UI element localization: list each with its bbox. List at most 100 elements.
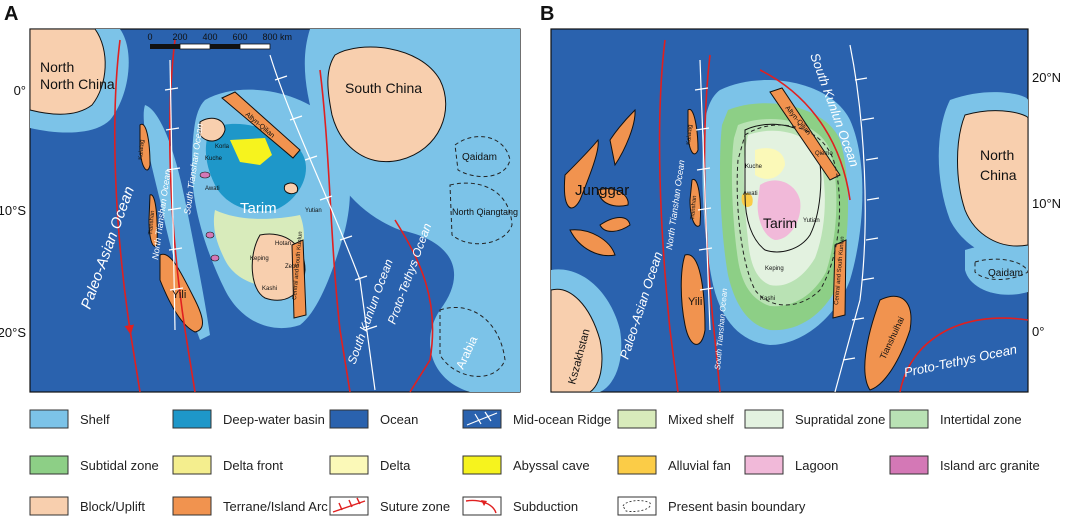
panel-a-granite-3 (210, 254, 220, 262)
legend-label: Delta front (223, 458, 283, 473)
scale-tick-1: 200 (172, 32, 187, 42)
legend: Shelf Deep-water basin Ocean Mid-ocean Ridg… (29, 409, 1040, 516)
panel-b-north-label: North (980, 147, 1014, 163)
panel-a-lat-10s: 10°S (0, 203, 26, 218)
panel-b-basin-qaidam (974, 258, 1029, 280)
legend-item-suture-zone: Suture zone (329, 496, 450, 516)
legend-swatch (29, 455, 69, 475)
panel-b-north-china-block (957, 110, 1029, 247)
panel-a-kunlun-label: Central and South Kunlun (292, 231, 304, 300)
legend-item-intertidal-zone: Intertidal zone (889, 409, 1022, 429)
panel-b-china-label: China (980, 167, 1017, 183)
panel-a-north-china-block (29, 28, 106, 115)
legend-item-shelf: Shelf (29, 409, 110, 429)
legend-label: Ocean (380, 412, 418, 427)
legend-swatch (744, 409, 784, 429)
panel-b-kunlun (832, 239, 847, 319)
panel-b-yili (680, 254, 706, 345)
panel-b-tarim-label: Tarim (763, 215, 797, 231)
legend-label: Present basin boundary (668, 499, 806, 514)
legend-label: Supratidal zone (795, 412, 885, 427)
panel-a-qiangtang-label: North Qiangtang (452, 207, 518, 217)
panel-a-qaidam-label: Qaidam (462, 152, 497, 163)
panel-a-lat-20s: 20°S (0, 325, 26, 340)
legend-swatch (29, 496, 69, 516)
scale-tick-4: 800 (262, 32, 277, 42)
panel-b-alluvial-fan (741, 193, 753, 207)
panel-a-tarim-label: Tarim (240, 200, 277, 217)
legend-swatch (329, 455, 369, 475)
panel-b: B (540, 3, 1061, 393)
panel-a-ridge-2 (269, 54, 378, 391)
panel-a-west-shelf (143, 105, 210, 340)
legend-item-alluvial-fan: Alluvial fan (617, 455, 731, 475)
panel-a-tianshan-label: Tianshan (148, 210, 156, 235)
legend-item-deep-water-basin: Deep-water basin (172, 409, 325, 429)
scale-tick-3: 600 (232, 32, 247, 42)
scale-unit: km (280, 32, 292, 42)
legend-item-ocean: Ocean (329, 409, 418, 429)
legend-swatch (617, 496, 657, 516)
legend-label: Delta (380, 458, 411, 473)
legend-swatch (744, 455, 784, 475)
panel-a-abyssal-cave (230, 138, 272, 165)
legend-item-mid-ocean-ridge: Mid-ocean Ridge (462, 409, 611, 429)
legend-swatch (889, 409, 929, 429)
suture-symbol (332, 497, 366, 513)
legend-swatch (329, 409, 369, 429)
panel-b-kashi-label: Kashi (760, 296, 775, 302)
panel-b-subduction-3 (759, 69, 851, 201)
panel-b-junggar-2 (597, 188, 629, 207)
panel-a-letter: A (4, 3, 18, 25)
panel-b-qiemo-label: Qiemo (815, 151, 833, 157)
panel-b-basin-tarim (736, 124, 841, 306)
legend-item-abyssal-cave: Abyssal cave (462, 455, 590, 475)
panel-a-tarim-small-block (283, 182, 299, 195)
panel-a-kalatag-label: Kalatag (138, 139, 146, 160)
basin-symbol (622, 500, 651, 512)
panel-a-north-china-label: North China (40, 76, 115, 92)
panel-a-subduction-1 (114, 39, 141, 393)
legend-label: Alluvial fan (668, 458, 731, 473)
panel-a-granite-2 (205, 231, 215, 239)
legend-label: Subduction (513, 499, 578, 514)
panel-b-subduction-4 (899, 317, 1029, 393)
panel-b-kazakhstan-block (550, 288, 603, 393)
legend-swatch (889, 455, 929, 475)
panel-b-yutian-label: Yutian (803, 218, 820, 224)
legend-label: Mixed shelf (668, 412, 734, 427)
panel-a-subduction-2 (169, 39, 196, 393)
panel-b-lat-0: 0° (1032, 324, 1044, 339)
panel-a-subduction-3 (319, 69, 351, 393)
panel-b-letter: B (540, 3, 554, 25)
panel-a-kuche-label: Kuche (205, 156, 223, 162)
panel-b-keping-label: Keping (765, 266, 784, 272)
panel-a-yili-label: Yili (172, 289, 186, 301)
legend-swatch (462, 496, 502, 516)
panel-a-south-china-label: South China (345, 80, 422, 96)
panel-b-junggar-5 (599, 217, 631, 232)
panel-b-yili-label: Yili (688, 296, 702, 308)
panel-a-ridge-1 (164, 59, 184, 331)
panel-a-south-china-block (327, 46, 447, 162)
legend-label: Suture zone (380, 499, 450, 514)
legend-swatch (617, 455, 657, 475)
legend-item-block-uplift: Block/Uplift (29, 496, 145, 516)
scale-tick-2: 400 (202, 32, 217, 42)
panel-a-keping-label: Keping (250, 256, 269, 262)
panel-b-delta (755, 148, 785, 179)
panel-a-basin-arabia (439, 306, 506, 377)
legend-item-lagoon: Lagoon (744, 455, 838, 475)
panel-b-kunlun-label: Central and South Kunlun (834, 236, 846, 305)
legend-item-subtidal-zone: Subtidal zone (29, 455, 159, 475)
panel-b-junggar-4 (569, 229, 616, 257)
panel-b-kalatag-label: Kalatag (686, 124, 694, 145)
legend-item-mixed-shelf: Mixed shelf (617, 409, 734, 429)
panel-a-tianshan-terrane (148, 194, 158, 247)
subduction-tooth (481, 500, 487, 506)
legend-label: Shelf (80, 412, 110, 427)
panel-b-junggar-3 (609, 108, 636, 167)
legend-item-delta-front: Delta front (172, 455, 283, 475)
panel-b-kuche-label: Kuche (745, 164, 763, 170)
